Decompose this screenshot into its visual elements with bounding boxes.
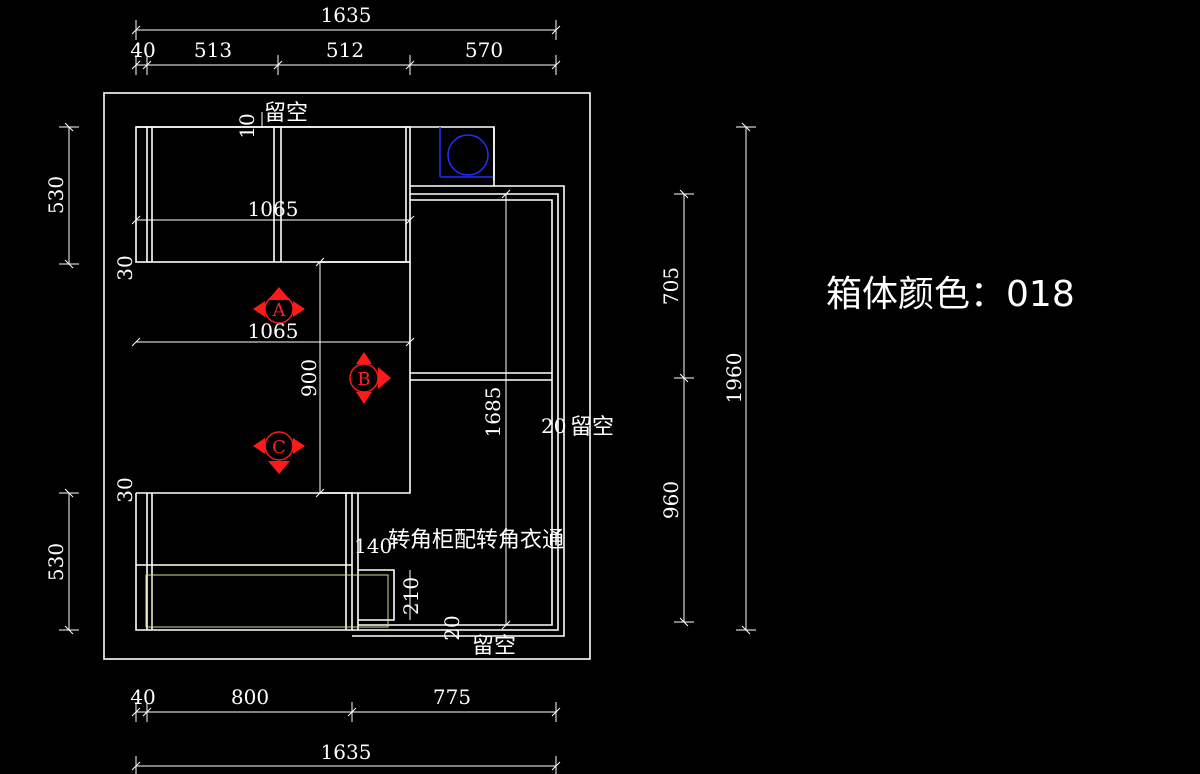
middle-width-dim: 1065 [248, 319, 299, 343]
left-lower-dim: 530 [44, 543, 68, 581]
shelf-width-dim: 140 [354, 534, 392, 558]
left-dimension-lines [59, 122, 79, 635]
bottom-seg-1: 40 [130, 685, 155, 709]
upper-offset-dim: 30 [113, 255, 137, 280]
left-upper-dim: 530 [44, 176, 68, 214]
cabinet-color-label: 箱体颜色：018 [826, 274, 1075, 315]
gap-top-dim: 10 [235, 113, 259, 138]
upper-width-dim: 1065 [248, 197, 299, 221]
inner-dim-lines [131, 112, 511, 630]
top-seg-3: 512 [326, 38, 364, 62]
top-seg-4: 570 [465, 38, 503, 62]
right-upper-dim: 705 [659, 267, 683, 305]
gap-top-label: 留空 [264, 101, 308, 126]
marker-b: B [349, 352, 391, 404]
shelf-height-dim: 210 [399, 577, 423, 615]
marker-a: A [253, 287, 305, 324]
top-seg-1: 40 [130, 38, 155, 62]
appliance-corner [410, 127, 495, 187]
corner-note: 转角柜配转角衣通 [388, 528, 564, 553]
top-overall-dim: 1635 [321, 3, 372, 27]
room-outline [103, 92, 591, 660]
marker-b-label: B [357, 369, 370, 390]
gap-bottom-dim: 20 [440, 615, 464, 640]
right-dimension-lines [674, 122, 756, 635]
marker-c: C [253, 431, 305, 474]
lower-offset-dim: 30 [113, 477, 137, 502]
middle-area [136, 261, 411, 494]
top-dimension-lines [131, 20, 561, 75]
gap-right-label: 留空 [570, 415, 614, 440]
marker-c-label: C [272, 437, 286, 458]
bottom-seg-3: 775 [433, 685, 471, 709]
right-lower-dim: 960 [659, 481, 683, 519]
cabinet-color-value: 018 [1006, 274, 1075, 315]
bottom-seg-2: 800 [231, 685, 269, 709]
lower-cabinet [135, 492, 395, 631]
gap-right-dim: 20 [541, 414, 566, 438]
bottom-dimension-lines [131, 702, 561, 774]
top-seg-2: 513 [194, 38, 232, 62]
gap-bottom-label: 留空 [472, 634, 516, 659]
right-overall-dim: 1960 [722, 353, 746, 404]
corner-height-dim: 1685 [481, 387, 505, 438]
bottom-overall-dim: 1635 [321, 740, 372, 764]
appliance-circle-icon [447, 134, 489, 176]
middle-height-dim: 900 [297, 359, 321, 397]
corner-cabinet [352, 185, 565, 637]
marker-a-label: A [272, 300, 287, 321]
